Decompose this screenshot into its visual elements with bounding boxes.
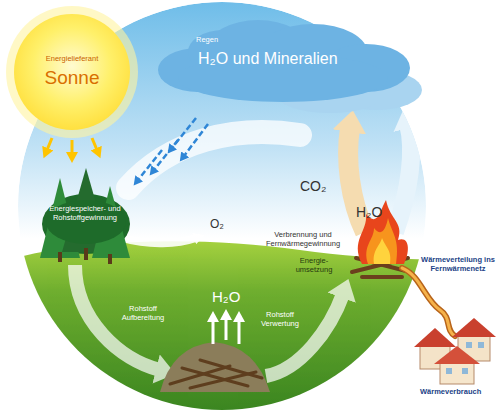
text-slot: Regen xyxy=(196,36,218,45)
water-label: H₂O xyxy=(212,288,240,305)
label-slot: O₂ xyxy=(210,218,224,232)
tree-label: Energiespeicher- und Rohstoffgewinnung xyxy=(48,205,122,222)
label-slot: H₂O xyxy=(212,288,240,305)
label-slot: Energiespeicher- und Rohstoffgewinnung xyxy=(48,205,122,222)
gas-label: CO₂ xyxy=(300,178,326,194)
text-slot: H₂O und Mineralien xyxy=(198,50,338,68)
gas-label: H₂O xyxy=(356,204,382,220)
process-label: Rohstoff Verwertung xyxy=(254,311,306,328)
rain-cloud: RegenH₂O und Mineralien xyxy=(148,14,428,114)
label-slot: H₂O xyxy=(356,204,382,220)
label-slot: Rohstoff Verwertung xyxy=(254,311,306,328)
label-slot: Energie- umsetzung xyxy=(291,257,337,274)
process-label: Rohstoff Aufbereitung xyxy=(116,305,170,322)
label-slot: CO₂ xyxy=(300,178,326,194)
gas-label: O₂ xyxy=(210,218,224,232)
process-label: Verbrennung und Fernwärmegewinnung xyxy=(256,231,350,248)
process-label: Energie- umsetzung xyxy=(291,257,337,274)
label-slot: Verbrennung und Fernwärmegewinnung xyxy=(256,231,350,248)
label-slot: Wärmeverteilung ins Fernwärmenetz xyxy=(420,256,496,273)
sun-caption: Energielieferant xyxy=(46,55,99,64)
sun-circle: EnergielieferantSonne xyxy=(14,14,130,130)
rain-label: Regen xyxy=(196,36,218,45)
sun-title: Sonne xyxy=(45,67,100,89)
label-slot: Wärmeverbrauch xyxy=(420,388,481,397)
network-label: Wärmeverteilung ins Fernwärmenetz xyxy=(420,256,496,273)
consumer-label: Wärmeverbrauch xyxy=(420,388,481,397)
cloud-title: H₂O und Mineralien xyxy=(198,50,338,68)
label-slot: Rohstoff Aufbereitung xyxy=(116,305,170,322)
